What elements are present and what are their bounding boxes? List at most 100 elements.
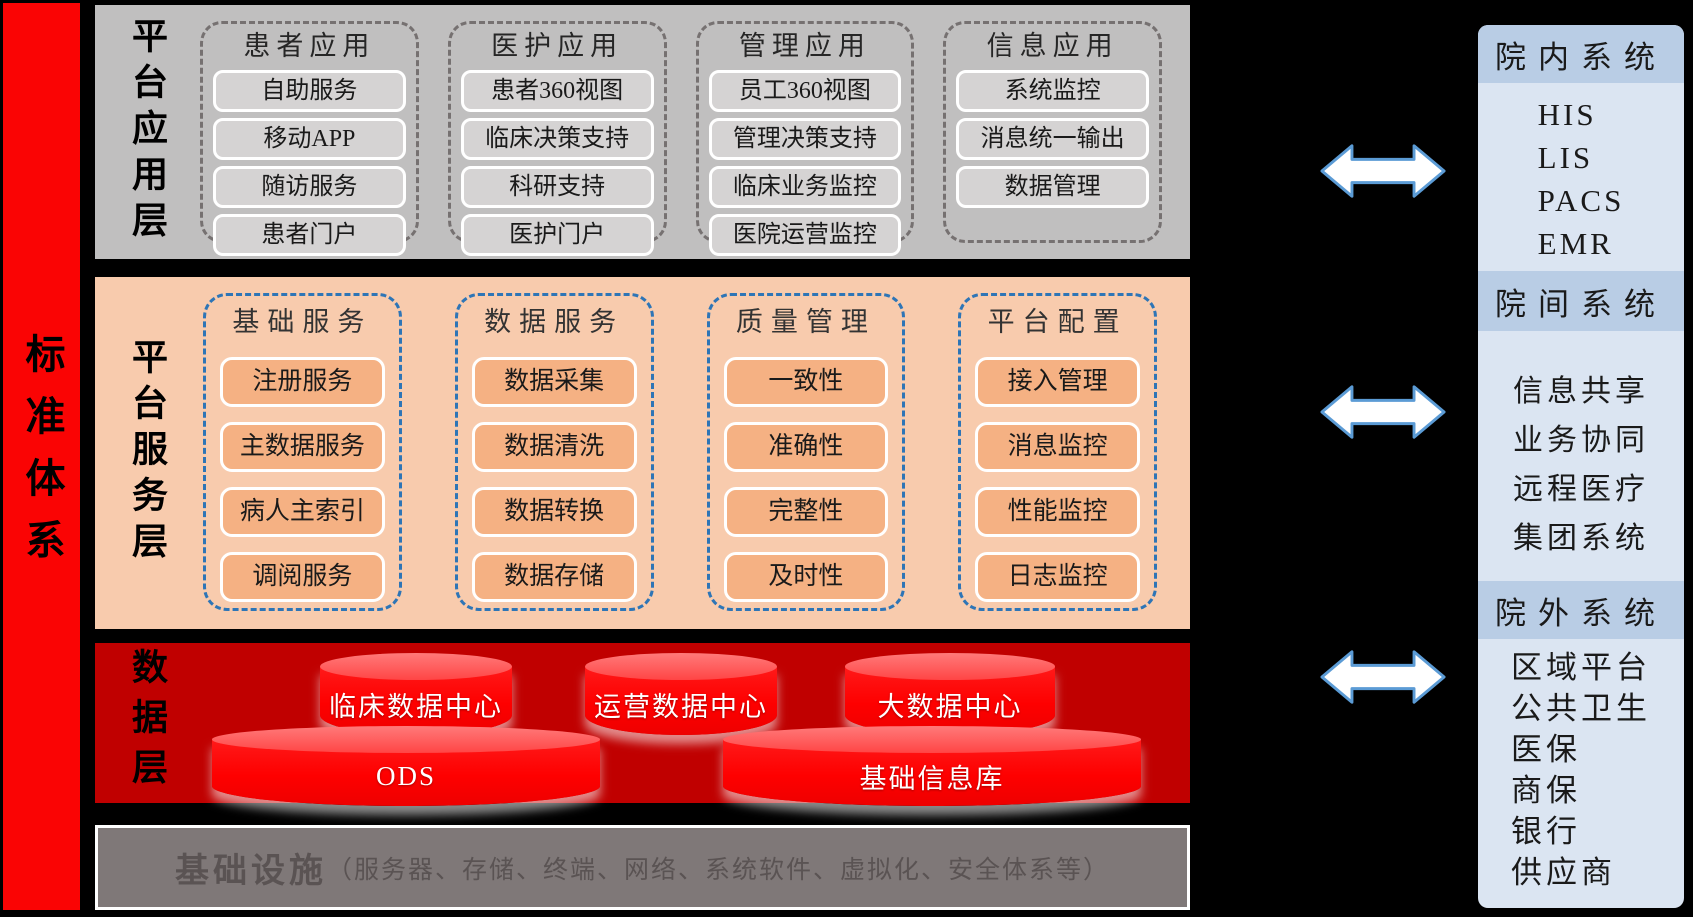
service-layer-label-wrap: 平台服务层 [121, 277, 173, 629]
service-item: 注册服务 [220, 357, 385, 407]
cylinder-top-ellipse [845, 653, 1055, 680]
panel-item: 信息共享 [1513, 375, 1649, 408]
group-title: 医护应用 [491, 31, 624, 61]
app-item: 医护门户 [460, 214, 654, 256]
service-item: 准确性 [723, 422, 889, 472]
cylinder-operation-data-center: 运营数据中心 [585, 653, 777, 735]
group-clinician-apps: 医护应用 患者360视图 临床决策支持 科研支持 医护门户 [447, 21, 667, 256]
panel-item: 银行 [1511, 814, 1581, 849]
group-title: 数据服务 [484, 307, 625, 337]
panel-item: 远程医疗 [1513, 473, 1649, 506]
service-item: 完整性 [723, 487, 889, 537]
group-basic-services: 基础服务 注册服务 主数据服务 病人主索引 调阅服务 [203, 293, 402, 611]
service-item: 数据清洗 [471, 422, 637, 472]
app-item: 临床决策支持 [460, 118, 654, 160]
service-item: 病人主索引 [220, 487, 385, 537]
group-quality-management: 质量管理 一致性 准确性 完整性 及时性 [706, 293, 906, 611]
cylinder-top-ellipse [212, 726, 600, 753]
service-layer-label: 平台服务层 [127, 338, 167, 568]
exchange-arrow-top [1318, 139, 1448, 203]
section-inter-hospital-systems: 院间系统 信息共享 业务协同 远程医疗 集团系统 [1478, 271, 1684, 581]
app-layer-label-wrap: 平台应用层 [121, 5, 173, 259]
cylinder-label: 临床数据中心 [329, 692, 503, 722]
layer-platform-service: 平台服务层 基础服务 注册服务 主数据服务 病人主索引 调阅服务 数据服务 数据… [95, 277, 1190, 629]
service-layer-groups: 基础服务 注册服务 主数据服务 病人主索引 调阅服务 数据服务 数据采集 数据清… [203, 293, 1157, 611]
panel-item: 业务协同 [1513, 424, 1649, 457]
service-item: 调阅服务 [220, 552, 385, 602]
infrastructure-title: 基础设施 [174, 853, 327, 890]
data-layer-label-wrap: 数据层 [121, 643, 173, 803]
double-arrow-icon [1320, 385, 1446, 439]
section-header: 院内系统 [1478, 25, 1684, 83]
group-management-apps: 管理应用 员工360视图 管理决策支持 临床业务监控 医院运营监控 [695, 21, 915, 256]
service-item: 数据存储 [471, 552, 637, 602]
service-item: 主数据服务 [220, 422, 385, 472]
service-item: 一致性 [723, 357, 889, 407]
cylinder-label: ODS [375, 761, 436, 791]
cylinder-label: 运营数据中心 [594, 692, 768, 722]
double-arrow-icon [1320, 144, 1446, 198]
app-item: 科研支持 [460, 166, 654, 208]
cylinder-top-ellipse [723, 726, 1141, 753]
cylinder-big-data-center: 大数据中心 [845, 653, 1055, 735]
double-arrow-icon [1320, 650, 1446, 704]
group-title: 基础服务 [232, 307, 373, 337]
layer-infrastructure: 基础设施 （服务器、存储、终端、网络、系统软件、虚拟化、安全体系等） [95, 825, 1190, 910]
app-item: 移动APP [213, 118, 406, 160]
group-title: 信息应用 [986, 31, 1119, 61]
app-item: 数据管理 [956, 166, 1149, 208]
group-information-apps: 信息应用 系统监控 消息统一输出 数据管理 [943, 21, 1162, 243]
standards-system-label: 标准体系 [19, 332, 65, 581]
section-in-hospital-systems: 院内系统 HIS LIS PACS EMR [1478, 25, 1684, 271]
app-item: 员工360视图 [708, 70, 902, 112]
group-title: 患者应用 [243, 31, 376, 61]
cylinder-label: 基础信息库 [859, 764, 1005, 794]
cylinder-ods: ODS [212, 726, 600, 806]
cylinder-top-ellipse [585, 653, 777, 680]
service-item: 消息监控 [975, 422, 1140, 472]
external-systems-panel: 院内系统 HIS LIS PACS EMR 院间系统 信息共享 业务协同 远程医… [1478, 25, 1684, 908]
cylinder-basic-information-repository: 基础信息库 [723, 726, 1141, 806]
app-item: 患者360视图 [460, 70, 654, 112]
group-platform-configuration: 平台配置 接入管理 消息监控 性能监控 日志监控 [958, 293, 1157, 611]
app-layer-groups: 患者应用 自助服务 移动APP 随访服务 患者门户 医护应用 患者360视图 临… [200, 21, 1162, 256]
data-layer-label: 数据层 [127, 648, 167, 798]
service-item: 接入管理 [975, 357, 1140, 407]
app-item: 随访服务 [213, 166, 406, 208]
panel-item: 公共卫生 [1511, 691, 1651, 726]
panel-item: 商保 [1511, 773, 1581, 808]
group-patient-apps: 患者应用 自助服务 移动APP 随访服务 患者门户 [200, 21, 419, 256]
panel-item: HIS [1537, 97, 1597, 132]
group-title: 质量管理 [735, 307, 876, 337]
layer-platform-application: 平台应用层 患者应用 自助服务 移动APP 随访服务 患者门户 医护应用 患者3… [95, 5, 1190, 259]
service-item: 性能监控 [975, 487, 1140, 537]
app-item: 临床业务监控 [708, 166, 902, 208]
panel-item: LIS [1537, 140, 1594, 175]
panel-item: 供应商 [1511, 855, 1616, 890]
cylinder-top-ellipse [320, 653, 512, 680]
group-title: 平台配置 [987, 307, 1128, 337]
section-header: 院间系统 [1478, 271, 1684, 331]
section-out-of-hospital-systems: 院外系统 区域平台 公共卫生 医保 商保 银行 供应商 [1478, 581, 1684, 908]
panel-item: 医保 [1511, 732, 1581, 767]
service-item: 日志监控 [975, 552, 1140, 602]
panel-item: EMR [1537, 226, 1614, 261]
app-item: 系统监控 [956, 70, 1149, 112]
section-header: 院外系统 [1478, 581, 1684, 639]
app-item: 管理决策支持 [708, 118, 902, 160]
app-item: 消息统一输出 [956, 118, 1149, 160]
service-item: 数据转换 [471, 487, 637, 537]
service-item: 及时性 [723, 552, 889, 602]
exchange-arrow-bottom [1318, 645, 1448, 709]
app-item: 自助服务 [213, 70, 406, 112]
exchange-arrow-middle [1318, 380, 1448, 444]
cylinder-label: 大数据中心 [877, 692, 1023, 722]
group-title: 管理应用 [738, 31, 871, 61]
app-item: 患者门户 [213, 214, 406, 256]
app-item: 医院运营监控 [708, 214, 902, 256]
panel-item: PACS [1537, 183, 1625, 218]
standards-system-bar: 标准体系 [3, 3, 80, 910]
cylinder-clinical-data-center: 临床数据中心 [320, 653, 512, 735]
group-data-services: 数据服务 数据采集 数据清洗 数据转换 数据存储 [454, 293, 654, 611]
